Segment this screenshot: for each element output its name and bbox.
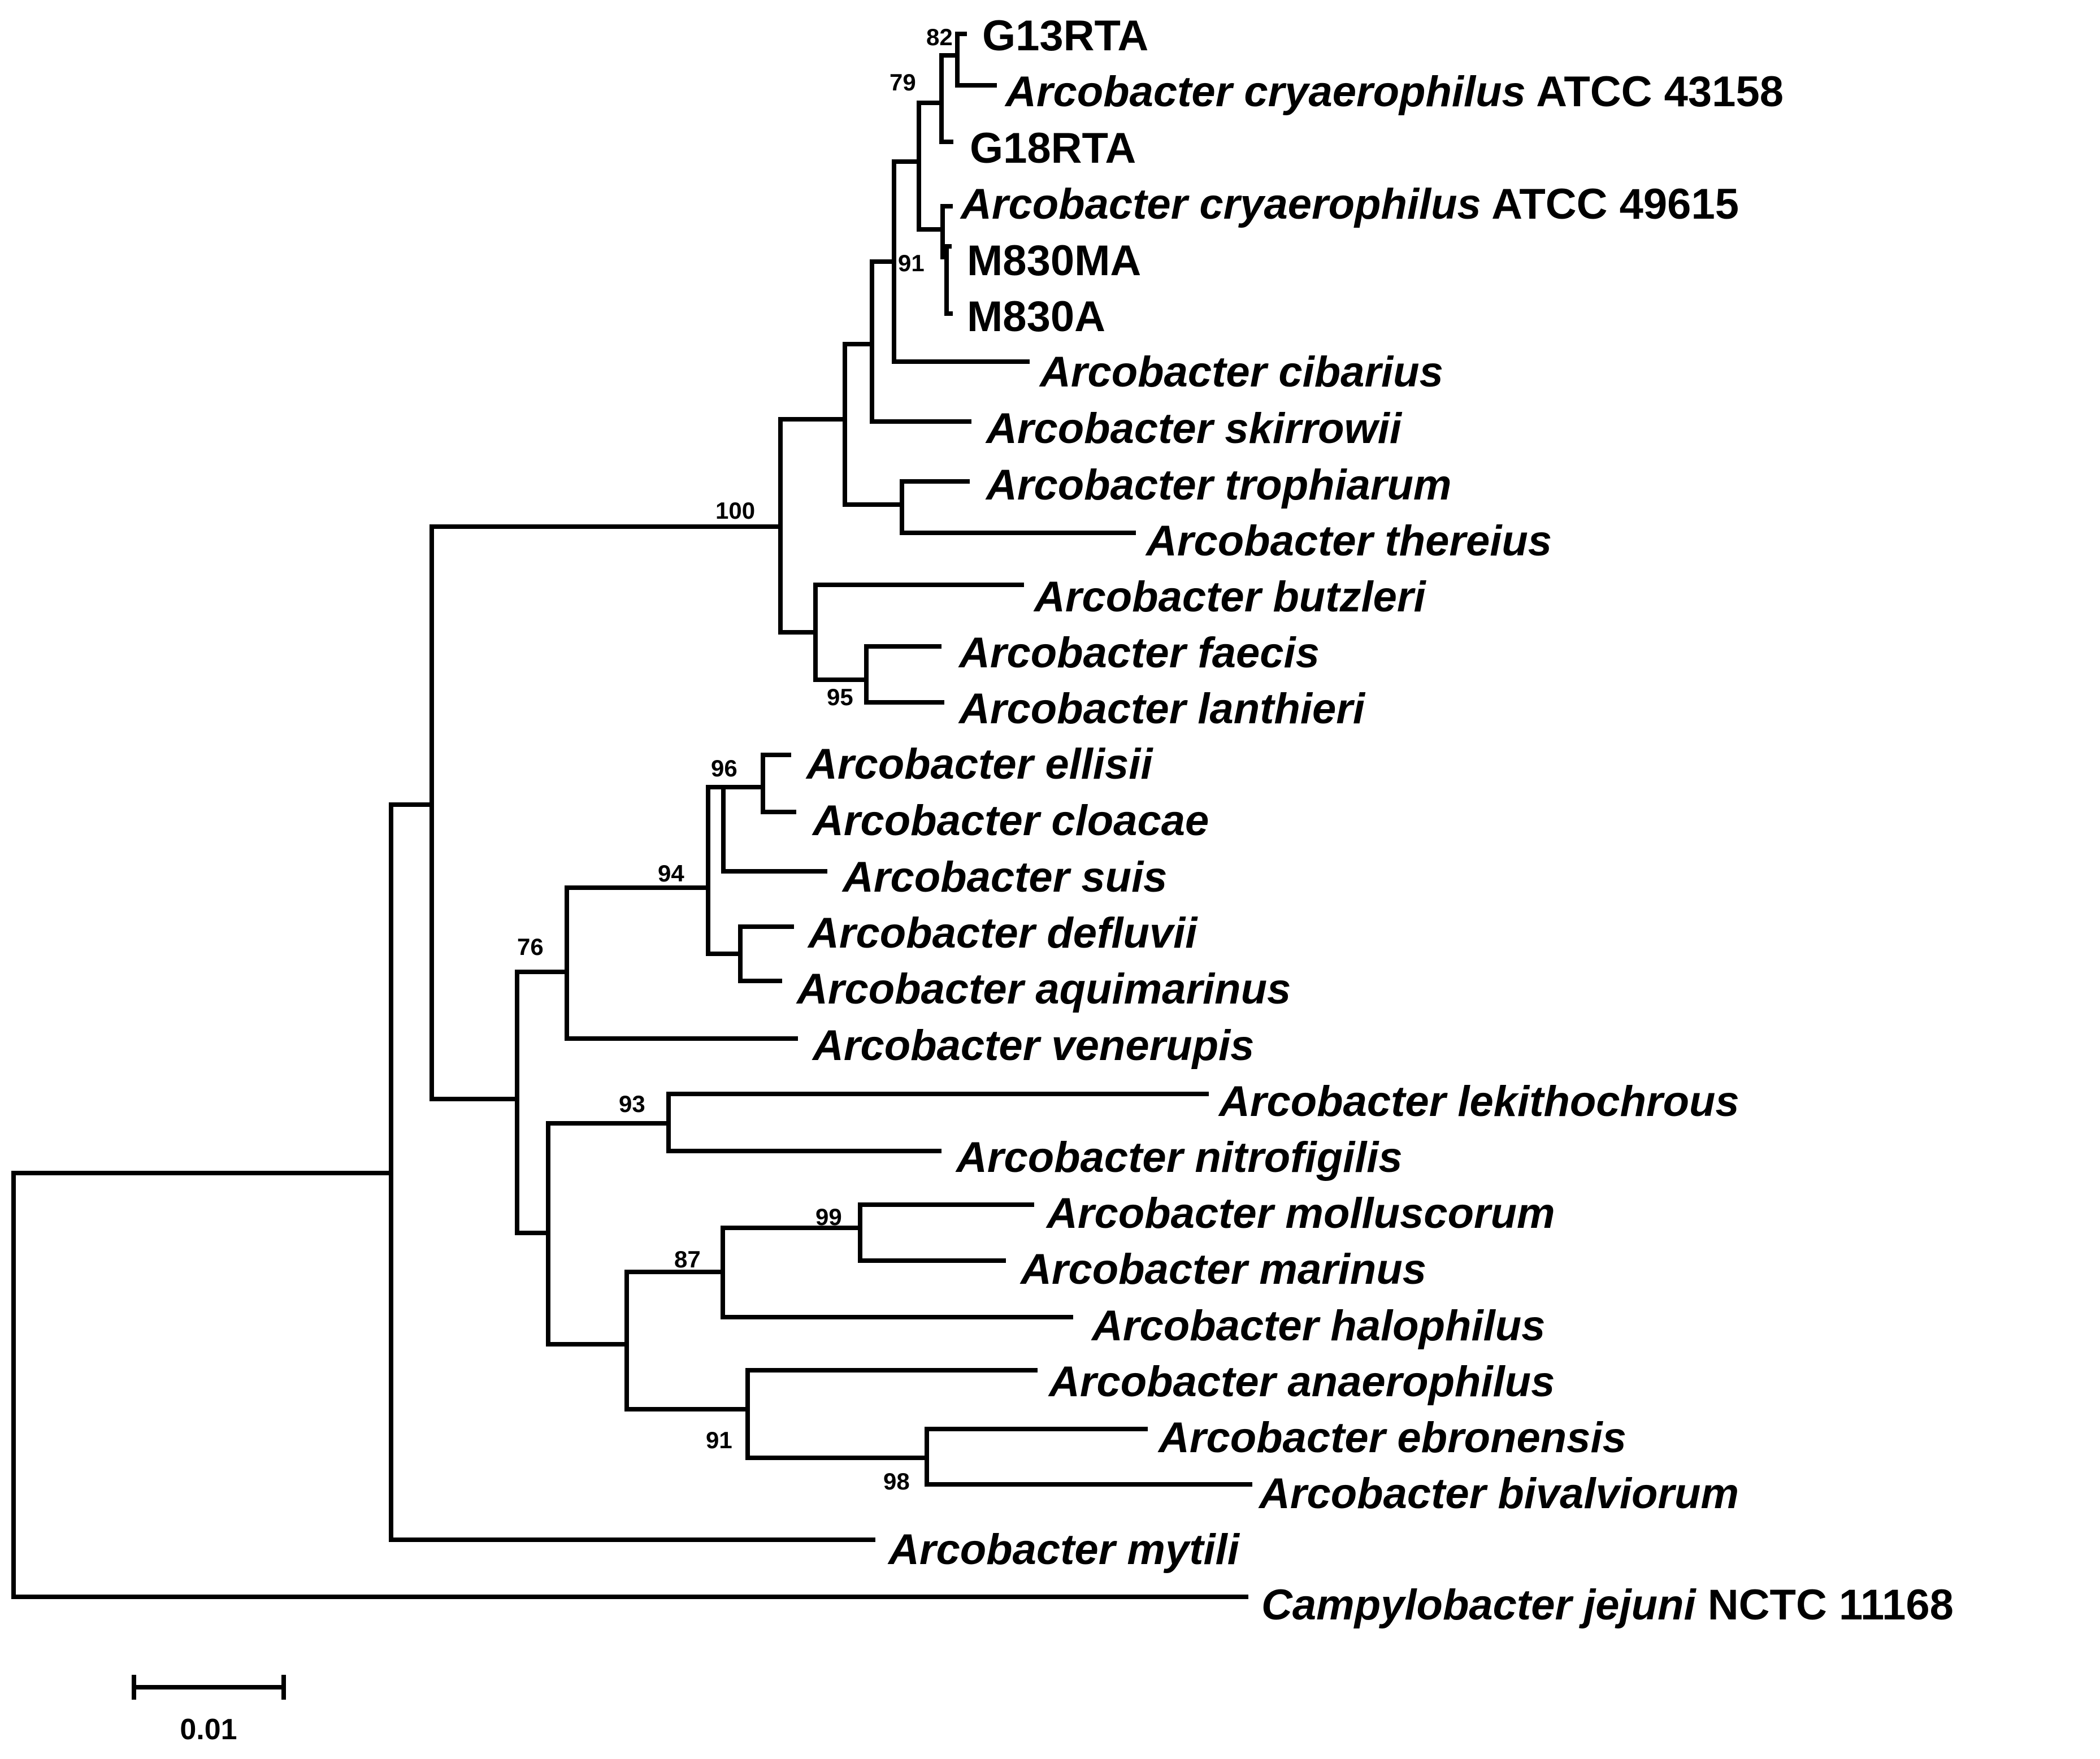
leaf-label-arcobacter-halophilus: Arcobacter halophilus: [1091, 1302, 1545, 1350]
support-value-87: 87: [674, 1246, 701, 1272]
support-value-93: 93: [619, 1091, 645, 1117]
support-value-95: 95: [827, 684, 853, 710]
support-value-96: 96: [711, 755, 737, 781]
leaf-label-cryaerophilus-49615: Arcobacter cryaerophilus ATCC 49615: [960, 180, 1739, 228]
support-value-79: 79: [890, 69, 916, 95]
leaf-label-arcobacter-skirrowii: Arcobacter skirrowii: [985, 405, 1403, 453]
leaf-label-arcobacter-ebronensis: Arcobacter ebronensis: [1157, 1414, 1626, 1462]
leaf-label-arcobacter-lekithochrous: Arcobacter lekithochrous: [1218, 1078, 1739, 1126]
leaf-label-arcobacter-mytili: Arcobacter mytili: [887, 1526, 1240, 1574]
support-value-91: 91: [706, 1427, 732, 1453]
leaf-label-cryaerophilus-43158: Arcobacter cryaerophilus ATCC 43158: [1004, 68, 1784, 116]
leaf-label-arcobacter-ellisii: Arcobacter ellisii: [805, 740, 1153, 788]
leaf-label-arcobacter-venerupis: Arcobacter venerupis: [812, 1022, 1254, 1070]
leaf-label-arcobacter-aquimarinus: Arcobacter aquimarinus: [796, 965, 1291, 1013]
leaf-label-arcobacter-suis: Arcobacter suis: [841, 853, 1167, 901]
leaf-label-arcobacter-trophiarum: Arcobacter trophiarum: [985, 461, 1452, 509]
leaf-label-arcobacter-cloacae: Arcobacter cloacae: [812, 797, 1209, 845]
support-value-98: 98: [883, 1468, 910, 1495]
leaf-label-m830a: M830A: [967, 293, 1105, 341]
leaf-label-arcobacter-molluscorum: Arcobacter molluscorum: [1045, 1189, 1555, 1237]
leaf-label-campylobacter-jejuni: Campylobacter jejuni NCTC 11168: [1261, 1581, 1954, 1629]
leaf-label-g18rta: G18RTA: [970, 124, 1136, 172]
leaf-label-m830ma: M830MA: [967, 237, 1141, 285]
support-value-82: 82: [926, 24, 953, 50]
leaf-label-arcobacter-faecis: Arcobacter faecis: [958, 629, 1320, 677]
support-value-100: 100: [715, 497, 755, 524]
leaf-label-arcobacter-defluvii: Arcobacter defluvii: [807, 909, 1198, 957]
leaf-label-arcobacter-cibarius: Arcobacter cibarius: [1039, 348, 1443, 396]
support-value-76: 76: [517, 933, 544, 960]
scale-bar: 0.01: [132, 1675, 286, 1746]
support-value-94: 94: [658, 860, 684, 887]
leaf-label-arcobacter-lanthieri: Arcobacter lanthieri: [958, 685, 1366, 733]
support-value-99: 99: [815, 1204, 842, 1230]
leaf-label-arcobacter-butzleri: Arcobacter butzleri: [1033, 573, 1426, 621]
support-value-91: 91: [898, 250, 925, 276]
leaf-label-arcobacter-anaerophilus: Arcobacter anaerophilus: [1048, 1358, 1555, 1406]
leaf-label-arcobacter-thereius: Arcobacter thereius: [1145, 517, 1552, 565]
leaf-label-arcobacter-bivalviorum: Arcobacter bivalviorum: [1258, 1470, 1739, 1518]
leaf-label-arcobacter-nitrofigilis: Arcobacter nitrofigilis: [955, 1133, 1403, 1182]
scale-bar-label: 0.01: [180, 1713, 237, 1746]
leaf-label-arcobacter-marinus: Arcobacter marinus: [1019, 1245, 1426, 1293]
leaf-label-g13rta: G13RTA: [982, 12, 1148, 60]
